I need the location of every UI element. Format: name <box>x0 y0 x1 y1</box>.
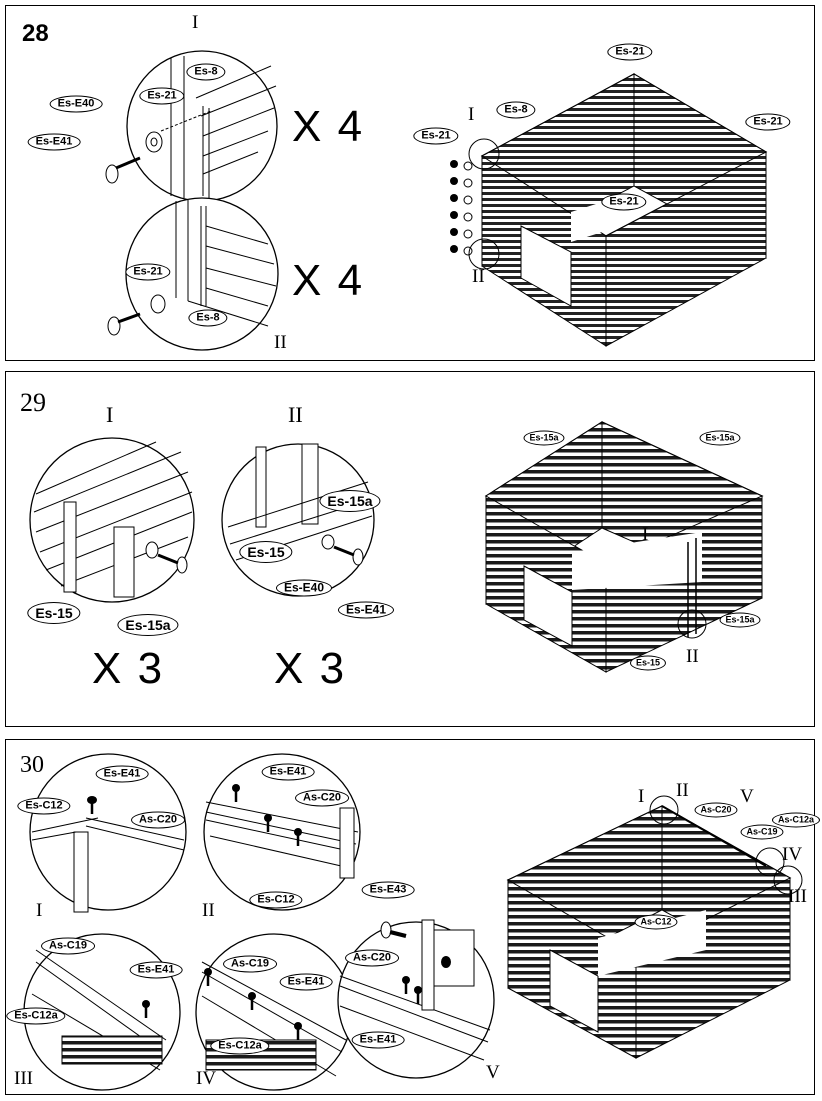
screw-icon <box>402 976 422 1004</box>
callout-main-es-15a: Es-15a <box>523 430 565 446</box>
detail-label-1: I <box>36 900 43 921</box>
multiplier-2: X 3 <box>274 644 347 693</box>
detail-label-4: IV <box>196 1068 217 1089</box>
step-29-panel: 29 I II X 3 X 3 Es-15 Es-15a Es-15a Es-1… <box>5 371 815 727</box>
screw-icon <box>87 796 97 814</box>
detail-circle-5 <box>337 919 495 1079</box>
washer-icon <box>321 534 335 550</box>
step-30-panel: 30 I II III IV V Es-E41 Es-C12 As-C20 Es… <box>5 739 821 1095</box>
callout-es-e41: Es-E41 <box>337 601 395 619</box>
main-label-2: II <box>676 780 689 801</box>
callout-as-c20: As-C20 <box>345 949 399 967</box>
shed-assembly-drawing <box>484 421 764 673</box>
callout-es-c12a: Es-C12a <box>210 1037 270 1055</box>
callout-es-e40: Es-E40 <box>49 95 103 113</box>
main-label-5: III <box>788 886 807 907</box>
callout-main-es-8: Es-8 <box>496 101 536 119</box>
washer-icon <box>145 541 159 559</box>
step-28-panel: 28 I II X 4 X 4 Es-E40 Es-E41 Es-21 Es-8… <box>5 5 815 361</box>
callout-main-as-c12: As-C12 <box>634 914 678 930</box>
washer-icon <box>145 131 163 153</box>
callout-as-c20: As-C20 <box>131 811 185 829</box>
callout-es-15a: Es-15a <box>319 490 381 512</box>
callout-es-e43: Es-E43 <box>361 881 415 899</box>
detail-label-5: V <box>486 1062 500 1083</box>
callout-es-e41: Es-E41 <box>129 961 183 979</box>
step-number: 28 <box>22 20 49 47</box>
callout-es-8: Es-8 <box>186 63 226 81</box>
screw-icon <box>142 1000 150 1018</box>
step-number: 30 <box>20 752 44 778</box>
detail-circle-3 <box>23 933 181 1091</box>
screw-icon <box>107 312 141 336</box>
detail-label-3: III <box>14 1068 33 1089</box>
shed-assembly-drawing <box>506 795 803 1059</box>
callout-main-as-c20: As-C20 <box>694 802 738 818</box>
screw-icon <box>157 553 188 574</box>
callout-main-es-21: Es-21 <box>413 127 459 145</box>
bolt-icon <box>380 921 451 968</box>
detail-circle-1 <box>29 753 187 913</box>
callout-es-c12: Es-C12 <box>249 891 303 909</box>
washer-icon <box>150 294 166 314</box>
callout-es-e41: Es-E41 <box>95 765 149 783</box>
callout-es-e40: Es-E40 <box>275 579 333 597</box>
detail-label-2: II <box>288 402 303 427</box>
callout-es-e41: Es-E41 <box>261 763 315 781</box>
callout-as-c19: As-C19 <box>223 955 277 973</box>
callout-es-e41: Es-E41 <box>27 133 81 151</box>
main-label-3: V <box>740 786 754 807</box>
callout-main-es-15: Es-15 <box>629 655 667 671</box>
main-label-2: II <box>686 646 699 667</box>
detail-circle-4 <box>195 933 353 1091</box>
main-label-2: II <box>472 266 485 287</box>
callout-es-c12a: Es-C12a <box>6 1007 66 1025</box>
step-30-drawing <box>23 753 803 1091</box>
screw-icon <box>333 545 364 566</box>
detail-circle-2 <box>125 197 279 351</box>
callout-as-c19: As-C19 <box>41 937 95 955</box>
callout-es-21: Es-21 <box>125 263 171 281</box>
callout-main-es-21: Es-21 <box>607 43 653 61</box>
callout-as-c20: As-C20 <box>295 789 349 807</box>
callout-main-es-21: Es-21 <box>601 193 647 211</box>
callout-es-15a: Es-15a <box>117 614 179 636</box>
callout-main-es-15a: Es-15a <box>699 430 741 446</box>
step-29-drawing <box>29 421 764 673</box>
callout-es-15: Es-15 <box>239 541 293 563</box>
callout-es-e41: Es-E41 <box>351 1031 405 1049</box>
main-label-1: I <box>638 786 645 807</box>
callout-es-c12: Es-C12 <box>17 797 71 815</box>
callout-es-e41: Es-E41 <box>279 973 333 991</box>
callout-main-as-c19: As-C19 <box>740 824 784 840</box>
main-label-1: I <box>642 524 649 545</box>
screw-icon <box>232 784 302 846</box>
main-label-4: IV <box>782 844 803 865</box>
detail-circle-2 <box>221 443 375 597</box>
main-label-1: I <box>468 104 475 125</box>
step-number: 29 <box>20 388 46 417</box>
screw-icon <box>105 156 141 184</box>
shed-assembly-drawing <box>468 73 768 347</box>
multiplier-1: X 4 <box>292 102 365 151</box>
multiplier-1: X 3 <box>92 644 165 693</box>
screw-icon <box>204 968 302 1040</box>
callout-main-as-c12a: As-C12a <box>771 812 821 828</box>
multiplier-2: X 4 <box>292 256 365 305</box>
detail-circle-1 <box>29 437 195 603</box>
callout-es-21: Es-21 <box>139 87 185 105</box>
detail-label-2: II <box>202 900 215 921</box>
detail-label-1: I <box>192 12 199 33</box>
screw-column <box>450 160 473 256</box>
detail-label-1: I <box>106 402 114 427</box>
detail-label-2: II <box>274 332 287 353</box>
callout-es-15: Es-15 <box>27 602 81 624</box>
callout-es-8: Es-8 <box>188 309 228 327</box>
step-28-drawing <box>105 50 768 351</box>
callout-main-es-21: Es-21 <box>745 113 791 131</box>
callout-main-es-15a: Es-15a <box>719 612 761 628</box>
